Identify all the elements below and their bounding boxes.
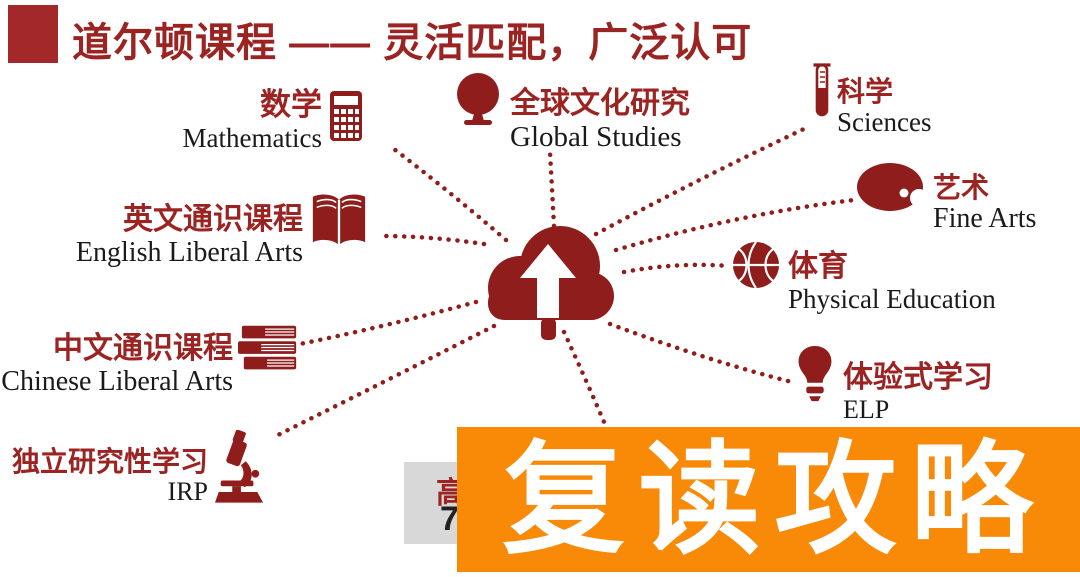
- microscope-icon: [214, 430, 264, 503]
- subject-irp: 独立研究性学习 IRP: [12, 430, 265, 507]
- subject-chinese-liberal-arts: 中文通识课程 Chinese Liberal Arts: [1, 325, 300, 397]
- lightbulb-icon: [798, 345, 832, 402]
- basketball-icon: [733, 241, 779, 289]
- subject-physical-education: 体育 Physical Education: [731, 240, 996, 314]
- title-accent-square: [8, 5, 58, 63]
- subject-en-label: Physical Education: [788, 283, 996, 314]
- subject-en-label: Mathematics: [182, 122, 322, 153]
- subject-fine-arts: 艺术 Fine Arts: [856, 162, 1036, 235]
- subject-zh-label: 艺术: [933, 172, 990, 203]
- calculator-icon: [330, 91, 362, 141]
- subject-en-label: Fine Arts: [933, 203, 1037, 235]
- subject-en-label: Sciences: [837, 107, 932, 138]
- subject-en-label: IRP: [167, 477, 208, 507]
- subject-en-label: ELP: [843, 394, 890, 424]
- subject-sciences: 科学 Sciences: [812, 62, 931, 138]
- subject-en-label: Chinese Liberal Arts: [1, 365, 233, 397]
- palette-icon: [857, 163, 928, 211]
- hidden-text-line2: 7: [440, 500, 459, 538]
- subject-zh-label: 数学: [260, 87, 322, 122]
- subject-en-label: English Liberal Arts: [75, 236, 303, 268]
- subject-zh-label: 独立研究性学习: [11, 446, 208, 477]
- subject-english-liberal-arts: 英文通识课程 English Liberal Arts: [76, 193, 369, 268]
- subject-zh-label: 中文通识课程: [53, 332, 233, 365]
- overlay-banner-text: 复读攻略: [502, 431, 1047, 568]
- books-stack-icon: [238, 325, 297, 370]
- globe-icon: [457, 73, 499, 125]
- page-title: 道尔顿课程 —— 灵活匹配，广泛认可: [72, 21, 753, 65]
- test-tube-icon: [813, 63, 831, 117]
- subject-en-label: Global Studies: [510, 120, 682, 153]
- subject-mathematics: 数学 Mathematics: [178, 87, 363, 153]
- subject-global-studies: 全球文化研究 Global Studies: [451, 72, 690, 153]
- subject-zh-label: 体验式学习: [843, 361, 993, 394]
- subject-zh-label: 英文通识课程: [123, 203, 303, 236]
- dotted-rays: [269, 125, 857, 441]
- subject-elp: 体验式学习 ELP: [796, 345, 993, 424]
- overlay-banner: 复读攻略: [457, 427, 1080, 572]
- subject-zh-label: 科学: [837, 76, 894, 107]
- subject-zh-label: 体育: [788, 250, 848, 283]
- open-book-icon: [312, 194, 366, 246]
- subject-zh-label: 全球文化研究: [510, 87, 690, 120]
- cloud-upload-icon: [488, 226, 614, 340]
